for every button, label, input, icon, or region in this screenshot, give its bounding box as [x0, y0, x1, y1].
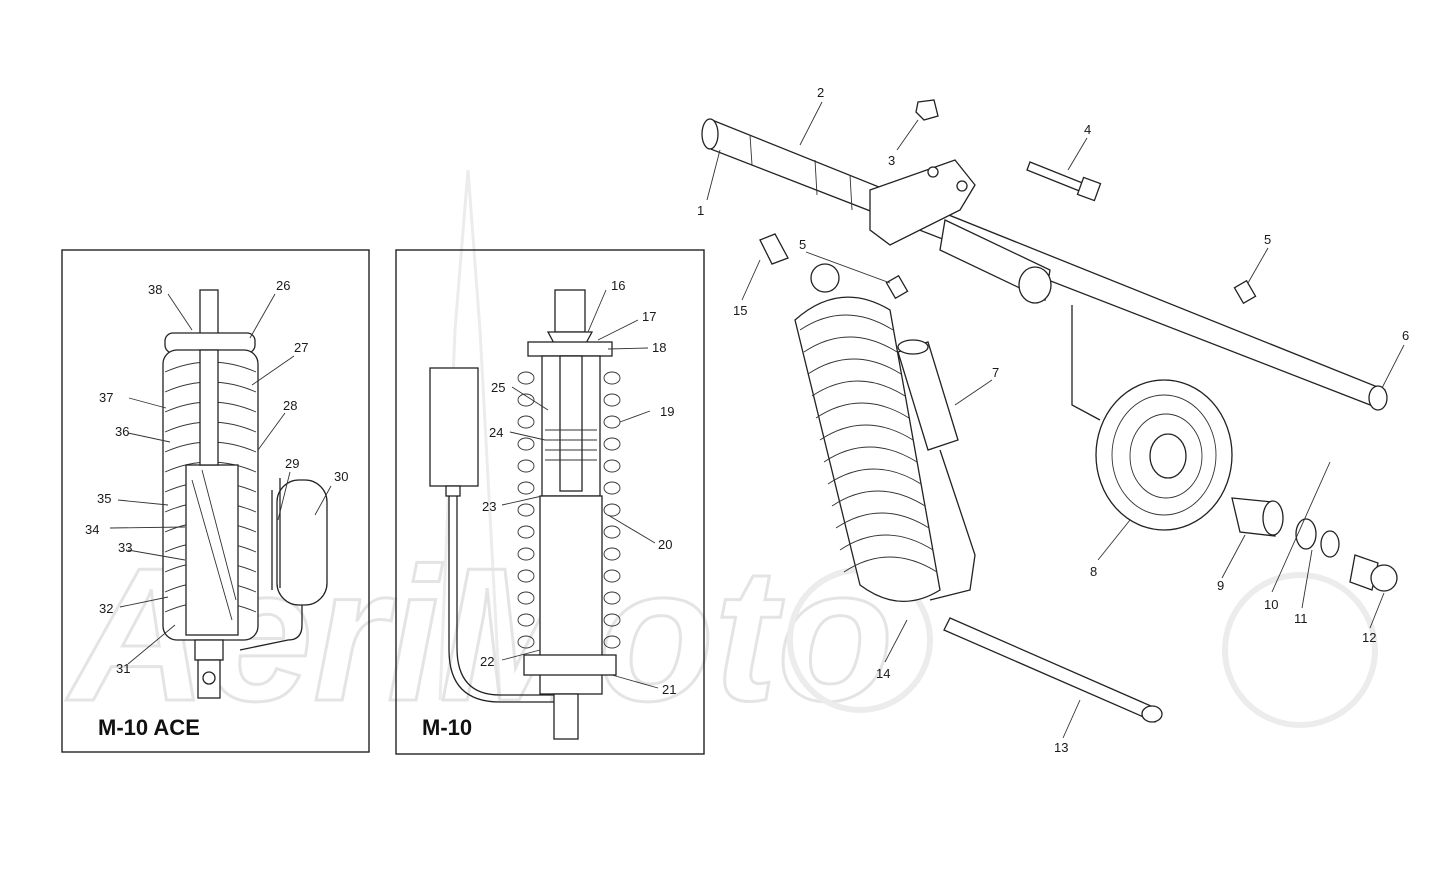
panel-title-m10-ace: M-10 ACE	[98, 715, 200, 740]
callout-10: 10	[1264, 597, 1278, 612]
callout-5b: 5	[1264, 232, 1271, 247]
callout-34: 34	[85, 522, 99, 537]
callout-19: 19	[660, 404, 674, 419]
callout-6: 6	[1402, 328, 1409, 343]
callout-1: 1	[697, 203, 704, 218]
main-assembly-illustration	[701, 99, 1398, 723]
callout-3: 3	[888, 153, 895, 168]
callout-35: 35	[97, 491, 111, 506]
callout-27: 27	[294, 340, 308, 355]
callout-30: 30	[334, 469, 348, 484]
m10-ace-shock-illustration	[162, 289, 328, 699]
callout-18: 18	[652, 340, 666, 355]
leader-lines	[109, 101, 1405, 739]
callout-38: 38	[148, 282, 162, 297]
callout-12: 12	[1362, 630, 1376, 645]
callout-29: 29	[285, 456, 299, 471]
callout-15: 15	[733, 303, 747, 318]
callout-28: 28	[283, 398, 297, 413]
callout-23: 23	[482, 499, 496, 514]
callout-32: 32	[99, 601, 113, 616]
callout-7: 7	[992, 365, 999, 380]
callout-labels: 1 2 3 4 5 5 6 7 8 9 10 11 12 13 14 15 16…	[85, 85, 1409, 755]
callout-2: 2	[817, 85, 824, 100]
callout-33: 33	[118, 540, 132, 555]
callout-14: 14	[876, 666, 890, 681]
callout-5a: 5	[799, 237, 806, 252]
callout-16: 16	[611, 278, 625, 293]
callout-22: 22	[480, 654, 494, 669]
callout-21: 21	[662, 682, 676, 697]
callout-37: 37	[99, 390, 113, 405]
callout-4: 4	[1084, 122, 1091, 137]
callout-9: 9	[1217, 578, 1224, 593]
panel-m10-frame	[395, 249, 705, 755]
callout-25: 25	[491, 380, 505, 395]
callout-11: 11	[1294, 611, 1308, 626]
callout-13: 13	[1054, 740, 1068, 755]
panel-title-m10: M-10	[422, 715, 472, 740]
callout-8: 8	[1090, 564, 1097, 579]
callout-31: 31	[116, 661, 130, 676]
m10-shock-illustration	[429, 289, 621, 740]
panel-m10-ace-frame	[61, 249, 370, 753]
callout-36: 36	[115, 424, 129, 439]
callout-26: 26	[276, 278, 290, 293]
callout-17: 17	[642, 309, 656, 324]
callout-24: 24	[489, 425, 503, 440]
callout-20: 20	[658, 537, 672, 552]
